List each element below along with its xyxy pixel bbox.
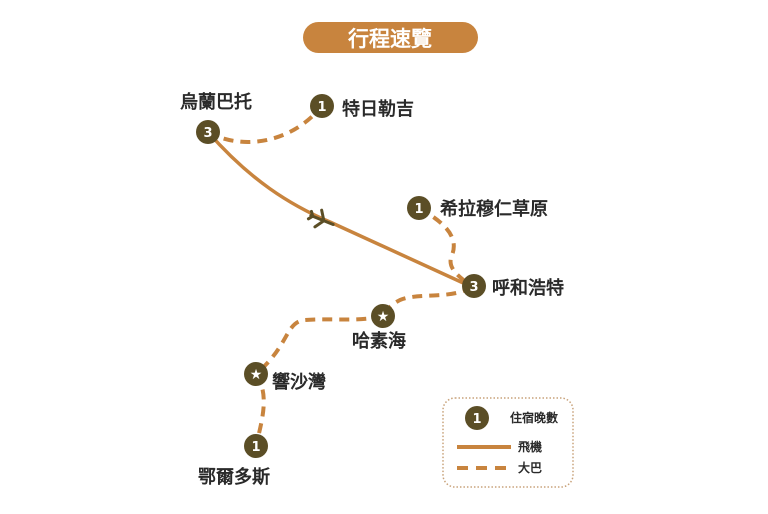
node-ordos: 1: [244, 434, 268, 458]
svg-text:1: 1: [472, 412, 481, 427]
svg-text:1: 1: [251, 440, 260, 455]
page-title: 行程速覽: [347, 26, 432, 51]
legend-bus-label: 大巴: [518, 460, 542, 475]
node-xilamuren: 1: [407, 196, 431, 220]
node-hohhot: 3: [462, 274, 486, 298]
airplane-icon: [306, 208, 335, 229]
bus-route-xilamuren-hohhot: [418, 206, 474, 289]
legend-nights-marker: [465, 406, 489, 430]
node-ulaanbaatar: 3: [196, 120, 220, 144]
svg-text:1: 1: [317, 100, 326, 115]
node-terelj: 1: [310, 94, 334, 118]
label-terelj: 特日勒吉: [342, 98, 414, 120]
label-hasuhai: 哈素海: [352, 330, 406, 352]
star-icon: ★: [250, 367, 263, 383]
bus-route-hohhot-hasuhai: [381, 285, 474, 317]
flight-route: [206, 130, 473, 289]
star-icon: ★: [377, 309, 390, 325]
svg-text:3: 3: [203, 126, 212, 141]
legend-flight-label: 飛機: [517, 439, 542, 454]
legend-nights-label: 住宿晚數: [510, 410, 558, 425]
svg-text:3: 3: [469, 280, 478, 295]
svg-text:1: 1: [414, 202, 423, 217]
title-pill: [303, 22, 478, 53]
node-hasuhai: ★: [371, 304, 395, 328]
bus-route-hasuhai-xiangshawan: [254, 314, 384, 376]
label-ulaanbaatar: 烏蘭巴托: [180, 91, 252, 113]
label-hohhot: 呼和浩特: [492, 277, 564, 299]
legend: 1 住宿晚數 飛機 大巴: [442, 397, 574, 488]
bus-route-ulaanbaatar-terelj: [207, 104, 324, 144]
label-ordos: 鄂爾多斯: [198, 466, 270, 488]
node-xiangshawan: ★: [244, 362, 268, 386]
label-xiangshawan: 響沙灣: [272, 371, 326, 393]
label-xilamuren: 希拉穆仁草原: [440, 198, 548, 220]
